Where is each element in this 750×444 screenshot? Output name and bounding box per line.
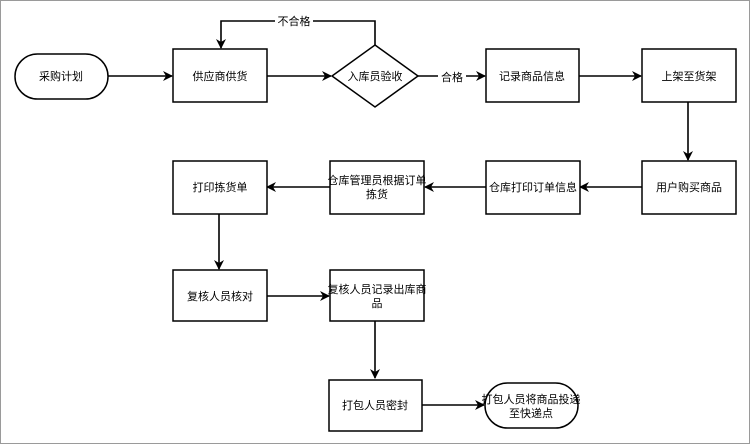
node-inspect-label: 入库员验收: [348, 69, 403, 83]
node-plan-label: 采购计划: [39, 69, 83, 83]
node-record-label: 记录商品信息: [499, 69, 565, 83]
node-recheck-label: 复核人员核对: [187, 289, 253, 303]
node-deliver-label-2: 至快递点: [509, 406, 553, 420]
node-print-order: 仓库打印订单信息: [485, 160, 581, 215]
node-supplier: 供应商供货: [172, 48, 268, 103]
node-record-out-label-2: 品: [372, 297, 383, 310]
node-recheck: 复核人员核对: [172, 269, 268, 322]
node-print-pick-label: 打印拣货单: [193, 180, 248, 194]
edge-label-pass: 合格: [441, 70, 463, 84]
node-print-order-label: 仓库打印订单信息: [489, 180, 577, 194]
node-inspect-decision: 入库员验收: [330, 44, 420, 108]
node-pick: 仓库管理员根据订单 拣货: [328, 160, 427, 215]
node-buy-label: 用户购买商品: [656, 180, 722, 194]
node-pick-label-1: 仓库管理员根据订单: [328, 173, 427, 187]
node-record: 记录商品信息: [485, 48, 580, 103]
node-record-out: 复核人员记录出库商 品: [328, 269, 427, 322]
node-plan: 采购计划: [14, 53, 109, 100]
node-deliver: 打包人员将商品投递 至快递点: [482, 382, 581, 429]
node-buy: 用户购买商品: [641, 160, 737, 215]
node-seal-label: 打包人员密封: [342, 398, 408, 412]
node-deliver-label-1: 打包人员将商品投递: [482, 392, 581, 406]
node-shelve: 上架至货架: [641, 48, 737, 103]
node-print-pick: 打印拣货单: [172, 160, 268, 215]
node-record-out-label-1: 复核人员记录出库商: [328, 282, 427, 296]
node-seal: 打包人员密封: [328, 379, 423, 432]
edge-label-fail: 不合格: [278, 14, 311, 28]
node-pick-label-2: 拣货: [366, 187, 388, 201]
node-shelve-label: 上架至货架: [662, 69, 717, 83]
node-supplier-label: 供应商供货: [193, 69, 248, 83]
